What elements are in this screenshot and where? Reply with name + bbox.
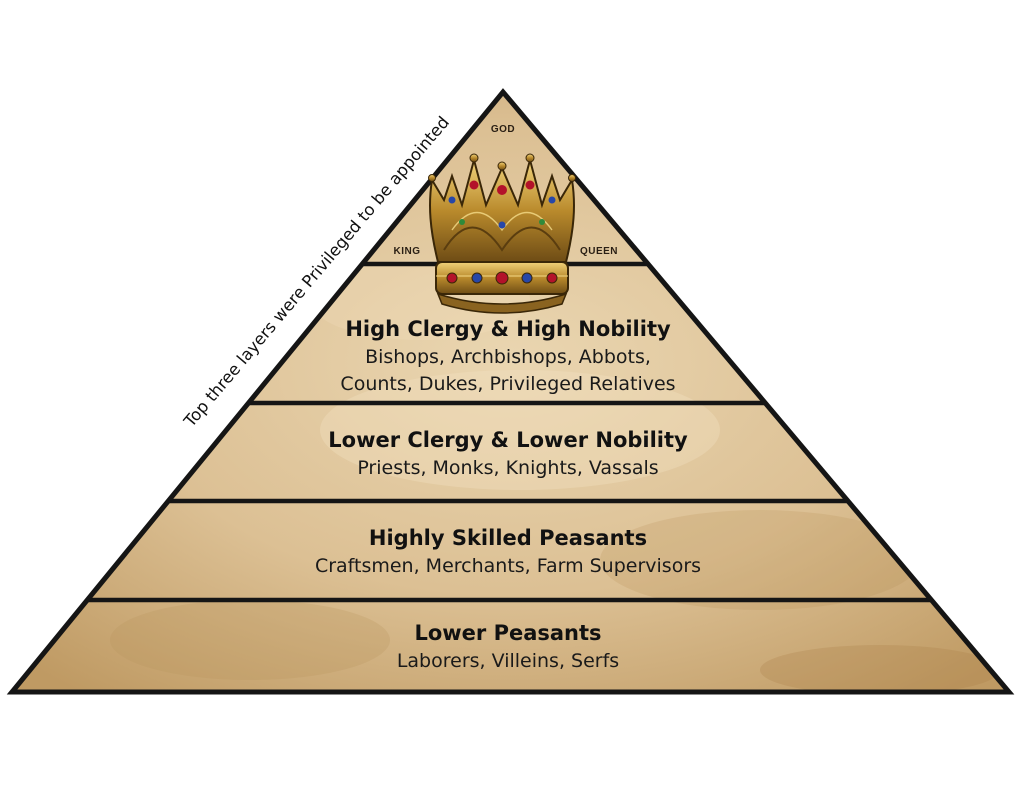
tier-subtitle: Counts, Dukes, Privileged Relatives [340,373,675,395]
crown-icon [428,153,576,314]
tier-title-lower-peasants: Lower Peasants [414,621,601,645]
tier-title-skilled-peasants: Highly Skilled Peasants [369,526,647,550]
apex-left-label: KING [394,246,421,257]
parchment-texture [110,260,1000,692]
pyramid-outline [6,88,1015,695]
tier-subtitle: Laborers, Villeins, Serfs [397,650,619,672]
apex-right-label: QUEEN [580,246,618,257]
tier-subtitle: Craftsmen, Merchants, Farm Supervisors [315,555,701,577]
pyramid-background [12,92,1009,692]
tier-subtitle: Priests, Monks, Knights, Vassals [357,457,658,479]
tier-subtitle: Bishops, Archbishops, Abbots, [365,346,651,368]
tier-title-high-clergy: High Clergy & High Nobility [345,317,671,341]
apex-top-label: GOD [491,124,515,135]
tier-title-lower-clergy: Lower Clergy & Lower Nobility [328,428,688,452]
